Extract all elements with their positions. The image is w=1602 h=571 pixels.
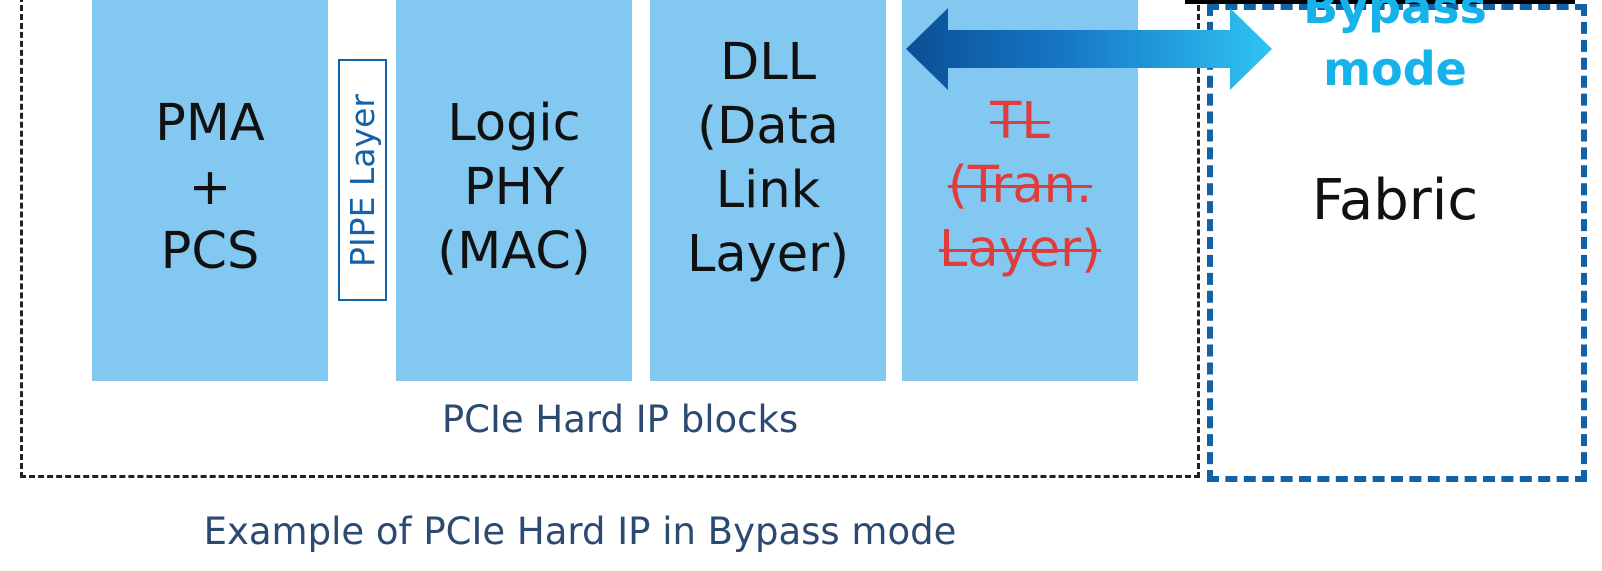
bypass-arrow (906, 8, 1272, 90)
hard-ip-boundary (20, 0, 1200, 478)
logic-phy-block: Logic PHY (MAC) (396, 0, 632, 381)
bypass-arrow-shape (906, 8, 1272, 90)
pma-pcs-label: PMA + PCS (155, 93, 265, 281)
fabric-box (1207, 4, 1587, 482)
top-divider-line (1185, 0, 1575, 4)
pma-pcs-block: PMA + PCS (92, 0, 328, 381)
pipe-layer-box: PIPE Layer (338, 59, 387, 301)
logic-phy-label: Logic PHY (MAC) (437, 93, 591, 281)
dll-block: DLL (Data Link Layer) (650, 0, 886, 381)
pipe-layer-label: PIPE Layer (343, 93, 383, 267)
fabric-label: Fabric (1311, 168, 1479, 233)
hard-ip-blocks-label: PCIe Hard IP blocks (441, 398, 799, 441)
bypass-mode-label: Bypass mode (1303, 0, 1487, 96)
dll-label: DLL (Data Link Layer) (686, 32, 850, 284)
diagram-caption: Example of PCIe Hard IP in Bypass mode (203, 510, 957, 553)
tl-label: TL (Tran. Layer) (938, 91, 1102, 279)
